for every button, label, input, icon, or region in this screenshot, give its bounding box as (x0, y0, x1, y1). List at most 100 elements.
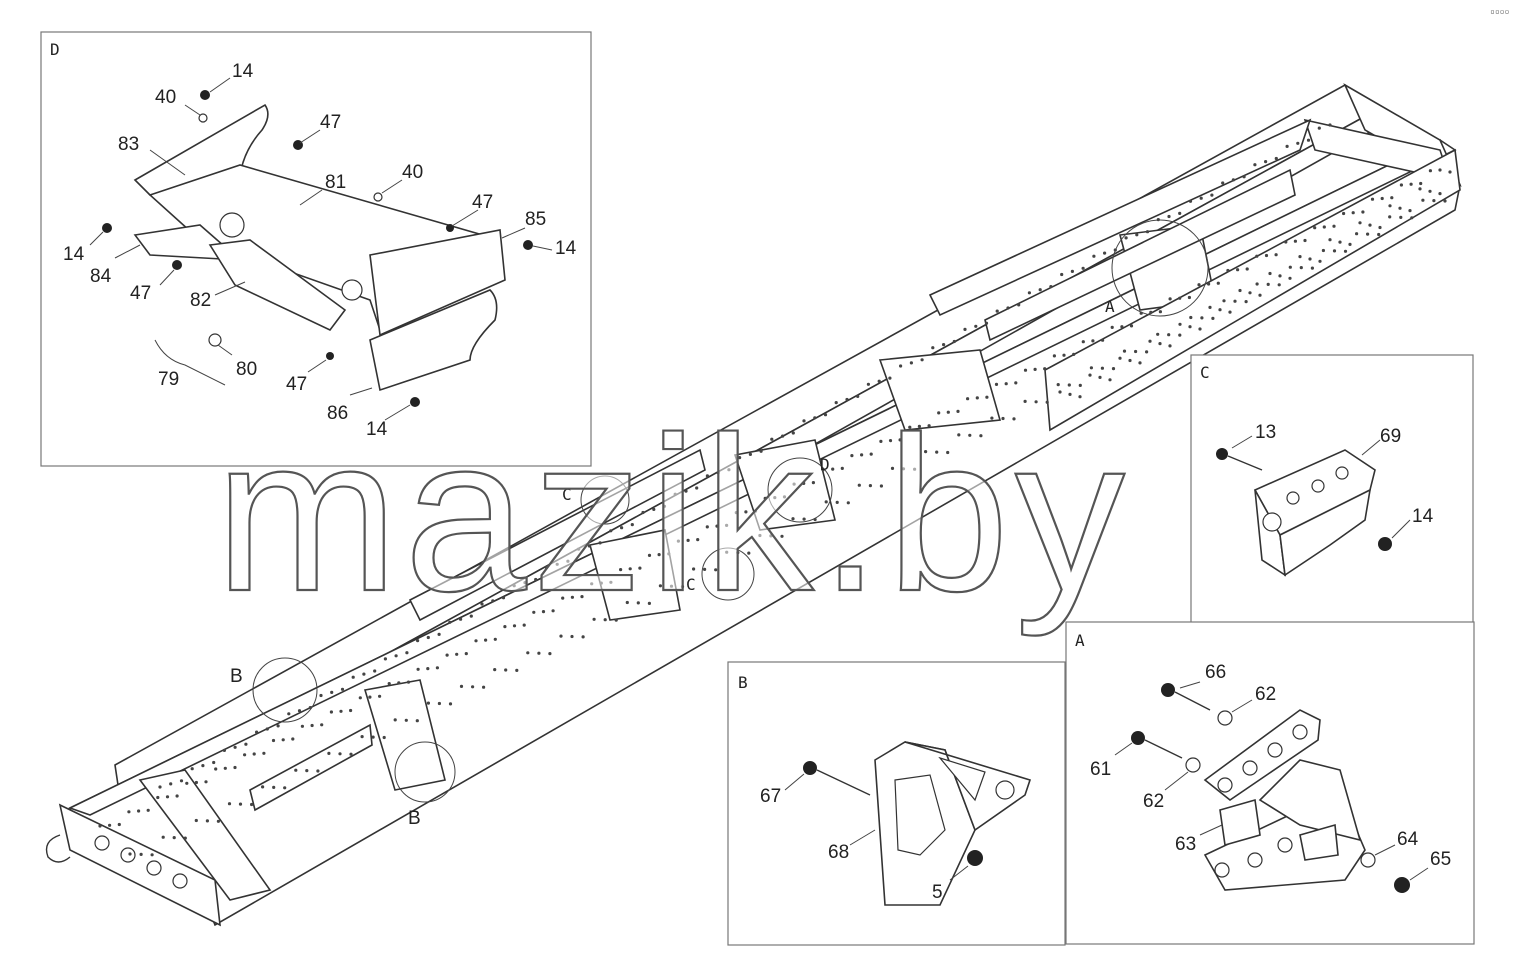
nut-icon (200, 90, 210, 100)
rivet (480, 602, 484, 606)
rivet (360, 735, 364, 739)
rivet (537, 651, 541, 655)
rivet (555, 562, 559, 566)
rivet (1197, 283, 1201, 287)
rivet (1399, 183, 1403, 187)
rivet (566, 559, 570, 563)
leader-line (214, 281, 246, 296)
main-callouts: A B B C C D (230, 219, 1209, 829)
rivet (901, 467, 906, 471)
rivet (1072, 352, 1076, 356)
rivet (1222, 299, 1226, 303)
rivet (243, 753, 247, 757)
label-86: 86 (327, 403, 348, 424)
label-79: 79 (158, 369, 179, 390)
rivet (276, 724, 280, 728)
rivet (1148, 339, 1152, 343)
detail-a-panel: A 66 62 61 62 63 64 65 (1065, 621, 1475, 945)
rivet (734, 510, 738, 515)
cross-member-2 (363, 679, 446, 791)
rivet (1178, 333, 1182, 337)
rivet (117, 822, 121, 827)
rivet (1231, 178, 1235, 182)
rivet (1138, 361, 1142, 365)
rivet (1322, 225, 1326, 229)
rivet (824, 500, 828, 504)
label-47b: 47 (472, 192, 493, 213)
leader-line (217, 344, 233, 356)
leader-line (1391, 519, 1411, 539)
rivet (1187, 295, 1191, 300)
rivet (966, 397, 970, 401)
rivet (1343, 249, 1348, 253)
rivet (1264, 253, 1269, 258)
rivet (1242, 175, 1246, 179)
block-hole (1286, 491, 1300, 505)
rivet (1145, 350, 1149, 354)
rivet (908, 425, 912, 429)
rivet (1288, 276, 1292, 280)
rivet (753, 509, 758, 513)
rivet (1410, 216, 1414, 220)
rivet (327, 751, 331, 756)
liner-plate-front (408, 448, 706, 622)
rivet (294, 768, 298, 772)
rivet (705, 525, 709, 529)
rivet (1178, 211, 1182, 215)
rivet (758, 533, 762, 538)
rivet (985, 395, 989, 399)
rivet (1149, 310, 1153, 314)
bracket-68-cutout (894, 774, 946, 856)
leader-line (114, 244, 141, 259)
rivet (139, 852, 143, 857)
rivet (984, 321, 989, 325)
rivet (1266, 282, 1270, 286)
nut-icon (523, 240, 533, 250)
rivet (482, 685, 486, 689)
rivet (890, 466, 895, 470)
rivet (378, 694, 382, 698)
detail-b-panel: B 67 68 5 (727, 661, 1066, 946)
rivet (1342, 211, 1346, 216)
rivet (715, 524, 719, 528)
rivet (158, 785, 162, 789)
rivet (1129, 324, 1134, 328)
leader-line (1199, 824, 1223, 836)
rivet (1228, 310, 1232, 314)
bumper-hole (172, 873, 188, 889)
rivet (937, 411, 941, 415)
rivet (1120, 325, 1124, 329)
washer-icon (1360, 852, 1376, 868)
leader-line (849, 829, 876, 846)
rivet (523, 581, 527, 585)
rivet (1332, 249, 1337, 253)
nut-icon (326, 352, 334, 360)
rivet (349, 752, 353, 756)
block-hole (1262, 512, 1282, 532)
label-47a: 47 (320, 112, 341, 133)
rivet (493, 637, 497, 641)
rivet (272, 785, 276, 790)
rivet (415, 719, 419, 723)
rivet (813, 416, 817, 420)
liner-plate-cab (249, 723, 373, 812)
rivet (373, 669, 377, 673)
label-84: 84 (90, 266, 112, 287)
rivet (1198, 327, 1202, 331)
rivet (1211, 316, 1215, 320)
rivet (183, 836, 187, 840)
detail-c-header: C (1200, 363, 1210, 382)
rivet (330, 690, 334, 695)
block-69-front (1279, 488, 1372, 577)
rivet (714, 568, 718, 572)
bracket-hole (1242, 760, 1258, 776)
rivet (1308, 257, 1312, 261)
rivet (1118, 356, 1122, 360)
callout-circle-b1 (252, 657, 318, 723)
rivet (913, 467, 917, 471)
rivet (445, 653, 449, 657)
rivet (1188, 199, 1193, 203)
rivet (250, 802, 254, 807)
leader-line (532, 245, 553, 251)
